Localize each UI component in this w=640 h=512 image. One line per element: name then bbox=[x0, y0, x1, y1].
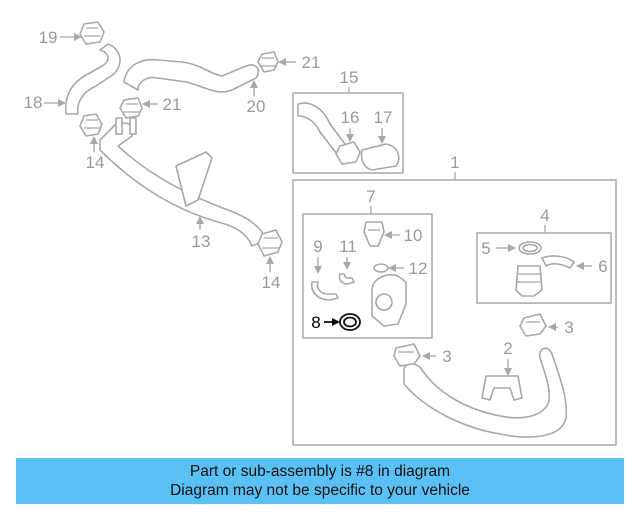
clamp-19 bbox=[79, 21, 105, 45]
callout-16: 16 bbox=[341, 108, 360, 127]
callout-6: 6 bbox=[598, 257, 607, 276]
pipe-13 bbox=[99, 117, 267, 247]
callout-21-mid: 21 bbox=[163, 95, 182, 114]
hose-20 bbox=[123, 58, 260, 93]
callout-12: 12 bbox=[409, 259, 428, 278]
callout-3-upper: 3 bbox=[564, 318, 573, 337]
o-ring-8 bbox=[339, 313, 361, 331]
clamp-21-mid bbox=[119, 97, 143, 119]
callout-18: 18 bbox=[24, 93, 43, 112]
callout-7: 7 bbox=[366, 187, 375, 206]
info-banner: Part or sub-assembly is #8 in diagram Di… bbox=[16, 458, 624, 504]
clip-6 bbox=[541, 255, 575, 269]
clamp-3-upper bbox=[519, 313, 547, 337]
clamp-16 bbox=[335, 141, 361, 165]
callout-19: 19 bbox=[39, 28, 58, 47]
hose-18 bbox=[64, 43, 121, 115]
callout-8: 8 bbox=[311, 313, 320, 332]
clamp-21-top bbox=[257, 51, 279, 73]
callout-5: 5 bbox=[481, 239, 490, 258]
callout-15: 15 bbox=[340, 68, 359, 87]
seal-12 bbox=[373, 263, 389, 273]
box-7 bbox=[302, 213, 433, 339]
box-15 bbox=[292, 92, 404, 174]
housing-7 bbox=[371, 274, 407, 327]
hose-1-assembly bbox=[403, 347, 568, 438]
clip-11 bbox=[338, 273, 355, 285]
parts-diagram: 19 18 14 21 21 20 13 14 15 16 17 1 7 10 … bbox=[24, 21, 617, 446]
callout-9: 9 bbox=[313, 237, 322, 256]
box-4 bbox=[476, 232, 612, 304]
clip-9 bbox=[310, 281, 339, 301]
clamp-14-right bbox=[257, 229, 283, 257]
callout-3-lower: 3 bbox=[442, 347, 451, 366]
callout-14-right: 14 bbox=[262, 273, 281, 292]
cap-4 bbox=[515, 265, 543, 297]
callout-20: 20 bbox=[247, 97, 266, 116]
valve-10 bbox=[363, 221, 385, 247]
callout-21-top: 21 bbox=[302, 53, 321, 72]
clamp-14-left bbox=[79, 113, 103, 137]
callout-10: 10 bbox=[404, 226, 423, 245]
callout-2: 2 bbox=[503, 339, 512, 358]
banner-line-1: Part or sub-assembly is #8 in diagram bbox=[189, 463, 451, 480]
callout-14-left: 14 bbox=[86, 153, 105, 172]
seal-5 bbox=[518, 241, 542, 255]
banner-line-2: Diagram may not be specific to your vehi… bbox=[170, 482, 470, 499]
callout-11: 11 bbox=[339, 237, 357, 256]
callout-1: 1 bbox=[450, 153, 459, 172]
callout-4: 4 bbox=[540, 206, 549, 225]
callout-13: 13 bbox=[192, 232, 211, 251]
bracket-2 bbox=[481, 375, 523, 401]
callout-17: 17 bbox=[374, 108, 393, 127]
elbow-17 bbox=[360, 143, 400, 171]
clamp-3-lower bbox=[393, 343, 421, 367]
